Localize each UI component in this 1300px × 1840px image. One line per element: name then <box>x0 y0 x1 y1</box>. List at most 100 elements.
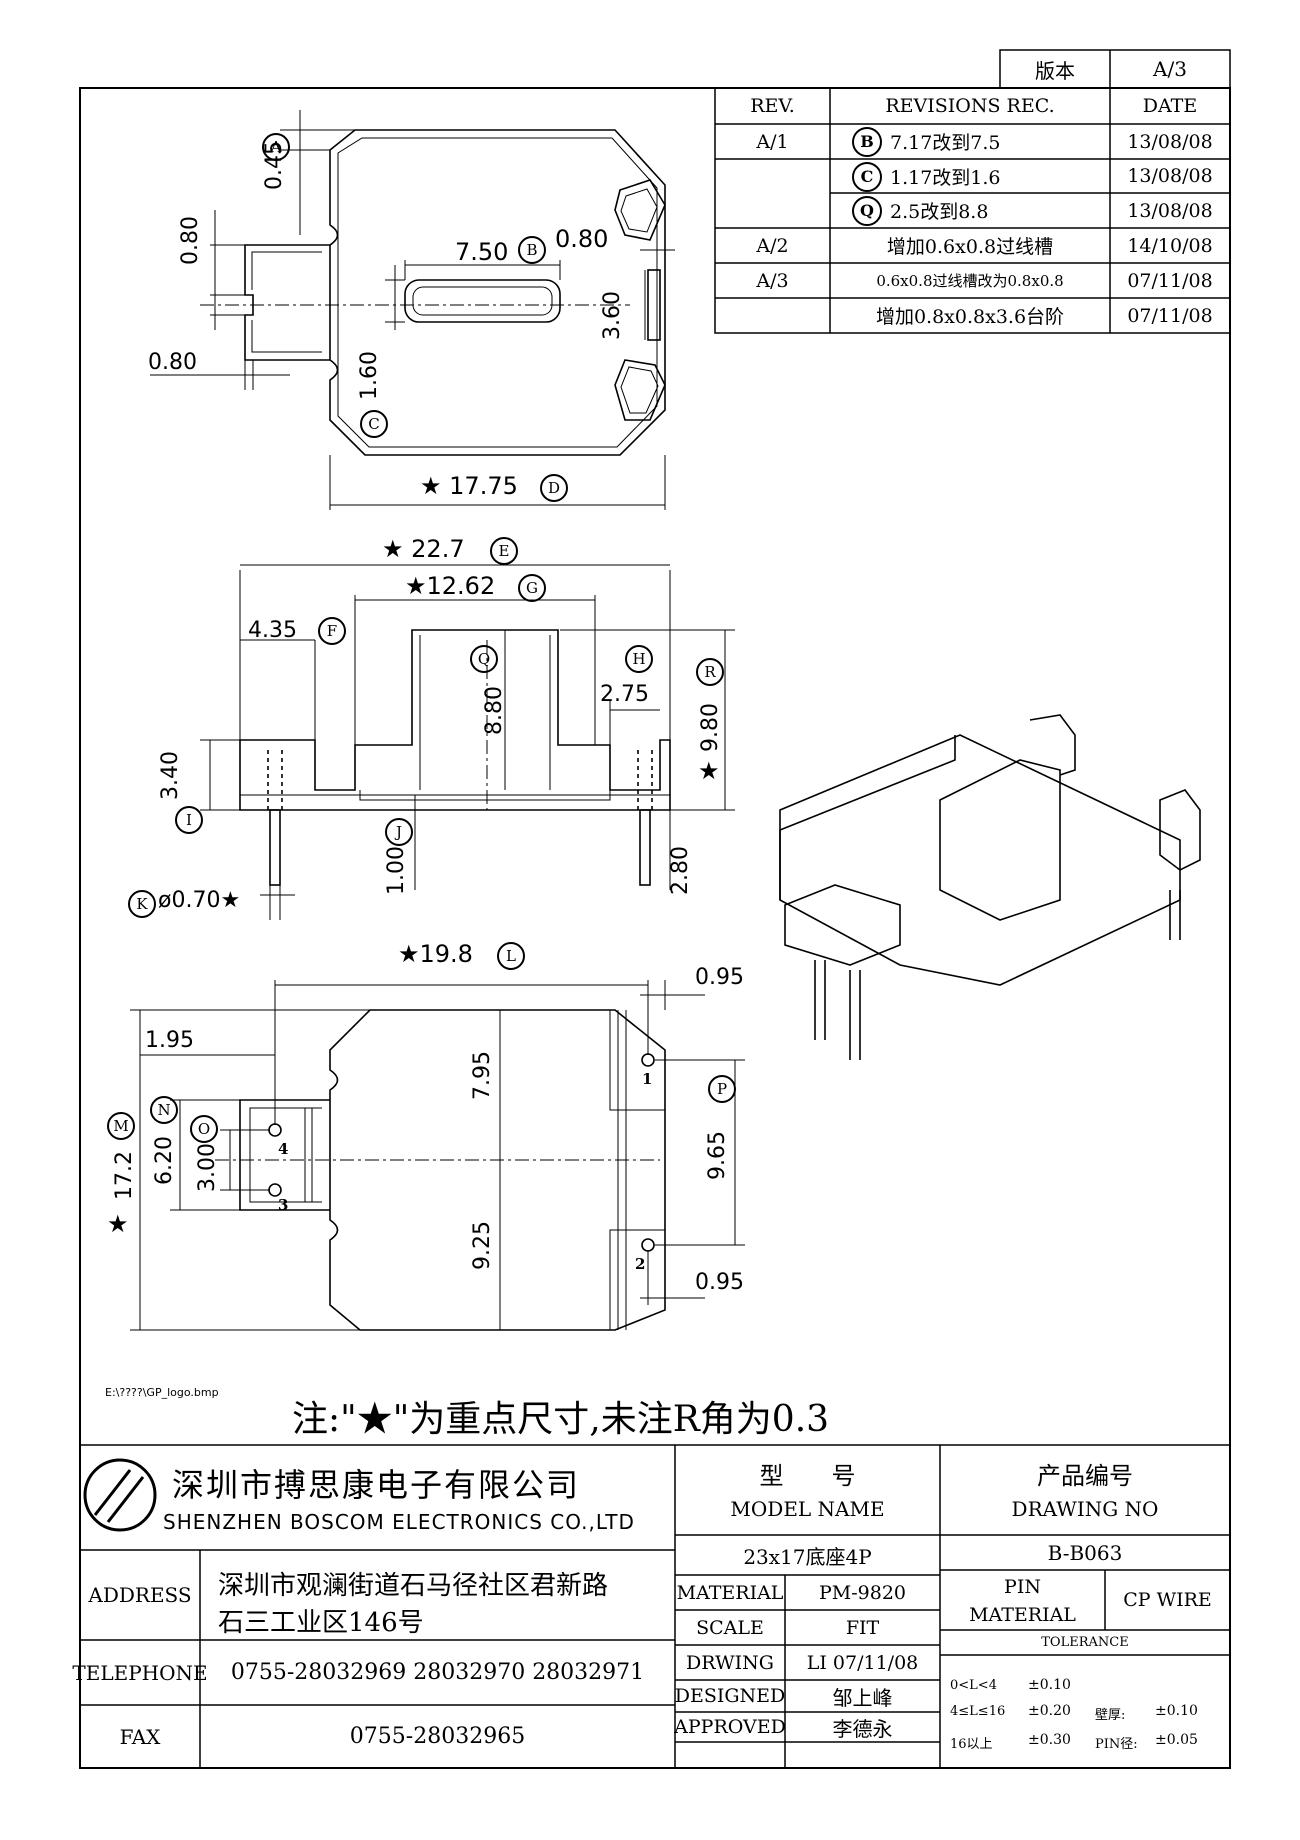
star-icon: ★ <box>398 940 420 968</box>
rev-row-4-rev: A/2 <box>756 234 789 257</box>
company-name-en: SHENZHEN BOSCOM ELECTRONICS CO.,LTD <box>163 1510 635 1534</box>
dim-12-62: ★12.62 <box>405 572 495 600</box>
fax-label: FAX <box>119 1724 161 1749</box>
address-line-1: 深圳市观澜街道石马径社区君新路 <box>218 1571 609 1601</box>
marker-c: C <box>360 410 388 438</box>
rev-header-date: DATE <box>1142 95 1198 117</box>
dim-0-45: 0.45 <box>262 141 287 190</box>
dim-0-95-top: 0.95 <box>695 965 744 990</box>
tol-row-2-wall: 壁厚: <box>1095 1708 1126 1723</box>
marker-b: B <box>518 236 546 264</box>
dim-3-60: 3.60 <box>600 291 625 340</box>
rev-row-4-date: 14/10/08 <box>1127 234 1213 257</box>
telephone-label: TELEPHONE <box>72 1660 208 1685</box>
pin-material-label-1: PIN <box>1004 1576 1041 1598</box>
dim-1-00: 1.00 <box>384 846 409 895</box>
marker-l: L <box>497 942 525 970</box>
dim-19-8: ★19.8 <box>398 940 473 968</box>
dim-17-2: 17.2 <box>112 1151 137 1200</box>
dim-7-95: 7.95 <box>470 1051 495 1100</box>
drawing-label-en: DRAWING NO <box>1011 1497 1159 1521</box>
dim-6-20: 6.20 <box>152 1136 177 1185</box>
tol-row-2-range: 4≤L≤16 <box>950 1704 1006 1719</box>
marker-q: Q <box>470 645 498 673</box>
model-label-en: MODEL NAME <box>730 1497 885 1521</box>
rev-row-3-marker: Q <box>852 196 882 226</box>
marker-o: O <box>190 1115 218 1143</box>
pin-2: 2 <box>635 1255 646 1273</box>
rev-row-6-text: 增加0.8x0.8x3.6台阶 <box>875 306 1065 328</box>
rev-row-4-text: 增加0.6x0.8过线槽 <box>886 236 1054 258</box>
scale-value: FIT <box>845 1616 880 1639</box>
dim-8-80: 8.80 <box>482 686 507 735</box>
dim-22-7: ★ 22.7 <box>382 535 465 563</box>
dim-3-40: 3.40 <box>158 751 183 800</box>
rev-row-6-date: 07/11/08 <box>1127 304 1213 327</box>
scale-label: SCALE <box>696 1616 764 1639</box>
dim-3-00: 3.00 <box>195 1143 220 1192</box>
marker-n: N <box>150 1096 178 1124</box>
version-label: 版本 <box>1035 58 1075 83</box>
tolerance-label: TOLERANCE <box>1041 1635 1129 1650</box>
designed-value: 邹上峰 <box>832 1685 893 1710</box>
rev-row-5-text: 0.6x0.8过线槽改为0.8x0.8 <box>876 272 1064 290</box>
rev-row-1-date: 13/08/08 <box>1127 130 1213 153</box>
dim-0-80-top: 0.80 <box>555 225 609 253</box>
marker-e: E <box>490 537 518 565</box>
address-line-2: 石三工业区146号 <box>218 1608 424 1638</box>
model-label-cn: 型 号 <box>759 1461 856 1490</box>
pin-4: 4 <box>278 1140 289 1158</box>
dim-0-80-bottom: 0.80 <box>148 350 197 375</box>
model-value: 23x17底座4P <box>743 1544 872 1569</box>
rev-row-2-marker: C <box>852 162 882 192</box>
dim-9-80: 9.80 <box>698 703 723 752</box>
designed-label: DESIGNED <box>674 1685 786 1707</box>
dim-pin-diameter: ø0.70★ <box>158 888 240 913</box>
marker-r: R <box>696 658 724 686</box>
star-icon: ★ <box>405 572 427 600</box>
dim-12-62-value: 12.62 <box>426 572 496 600</box>
tol-row-3-pin-val: ±0.05 <box>1155 1732 1198 1748</box>
address-label: ADDRESS <box>88 1583 192 1607</box>
dim-2-75: 2.75 <box>600 682 649 707</box>
dim-17-75-value: 17.75 <box>449 472 518 500</box>
tol-row-3-val: ±0.30 <box>1028 1732 1071 1748</box>
dim-2-80: 2.80 <box>668 846 693 895</box>
approved-label: APPROVED <box>674 1716 786 1738</box>
marker-i: I <box>175 806 203 834</box>
tol-row-1-range: 0<L<4 <box>950 1678 997 1693</box>
drwing-label: DRWING <box>686 1651 774 1674</box>
telephone-value: 0755-28032969 28032970 28032971 <box>230 1660 645 1685</box>
dim-1-95: 1.95 <box>145 1028 194 1053</box>
rev-row-3-text: 2.5改到8.8 <box>890 201 989 223</box>
dim-4-35: 4.35 <box>248 618 297 643</box>
drawing-note: 注:"★"为重点尺寸,未注R角为0.3 <box>292 1399 830 1440</box>
drawing-label-cn: 产品编号 <box>1037 1461 1133 1490</box>
rev-row-5-rev: A/3 <box>756 269 789 292</box>
rev-row-1-marker: B <box>852 127 882 157</box>
marker-f: F <box>318 617 346 645</box>
logo-path: E:\????\GP_logo.bmp <box>105 1386 219 1399</box>
pin-material-value: CP WIRE <box>1123 1589 1212 1611</box>
dim-17-75: ★ 17.75 <box>420 472 518 500</box>
dim-22-7-value: 22.7 <box>411 535 465 563</box>
pin-1: 1 <box>642 1070 653 1088</box>
dim-0-95-bottom: 0.95 <box>695 1270 744 1295</box>
marker-p: P <box>708 1075 736 1103</box>
marker-k: K <box>128 890 156 918</box>
material-label: MATERIAL <box>676 1581 784 1604</box>
dim-0-80-left: 0.80 <box>178 216 203 265</box>
rev-row-1-text: 7.17改到7.5 <box>890 132 1001 154</box>
tol-row-2-val: ±0.20 <box>1028 1703 1071 1719</box>
marker-g: G <box>518 574 546 602</box>
star-icon: ★ <box>382 535 404 563</box>
fax-value: 0755-28032965 <box>349 1724 526 1749</box>
drwing-value: LI 07/11/08 <box>806 1651 919 1674</box>
star-icon: ★ <box>220 888 241 913</box>
marker-d: D <box>540 474 568 502</box>
star-9-80: ★ <box>698 757 720 785</box>
drawing-value: B-B063 <box>1047 1540 1123 1565</box>
rev-row-3-date: 13/08/08 <box>1127 199 1213 222</box>
rev-row-2-text: 1.17改到1.6 <box>890 167 1001 189</box>
